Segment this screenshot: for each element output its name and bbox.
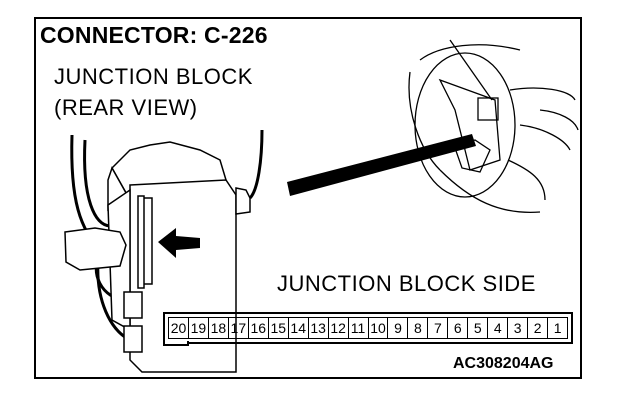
pin-16: 16 (249, 318, 269, 338)
pin-10: 10 (369, 318, 389, 338)
pin-14: 14 (289, 318, 309, 338)
pin-6: 6 (448, 318, 469, 338)
junction-block-body (64, 141, 251, 373)
pointer-arrow (158, 228, 200, 258)
pin-18: 18 (209, 318, 229, 338)
junction-block-label: JUNCTION BLOCK (54, 64, 253, 89)
pin-2: 2 (528, 318, 549, 338)
pin-9: 9 (388, 318, 409, 338)
location-pointer (287, 134, 476, 196)
pin-13: 13 (309, 318, 329, 338)
rear-view-label: (REAR VIEW) (54, 95, 198, 120)
pin-17: 17 (229, 318, 249, 338)
junction-block-side-label: JUNCTION BLOCK SIDE (277, 271, 536, 296)
dashboard-sketch (408, 39, 579, 214)
figure-code: AC308204AG (453, 355, 554, 372)
pin-8: 8 (408, 318, 429, 338)
pin-19: 19 (189, 318, 209, 338)
pin-1: 1 (553, 320, 562, 336)
pin-3: 3 (508, 318, 529, 338)
pin-11: 11 (349, 318, 369, 338)
pin-20: 20 (169, 318, 189, 338)
pin-12: 12 (329, 318, 349, 338)
pin-15: 15 (269, 318, 289, 338)
connector-key (163, 341, 189, 346)
pin-5: 5 (468, 318, 489, 338)
connector-title: CONNECTOR: C-226 (40, 22, 268, 48)
pin-7: 7 (428, 318, 449, 338)
pin-4: 4 (488, 318, 509, 338)
